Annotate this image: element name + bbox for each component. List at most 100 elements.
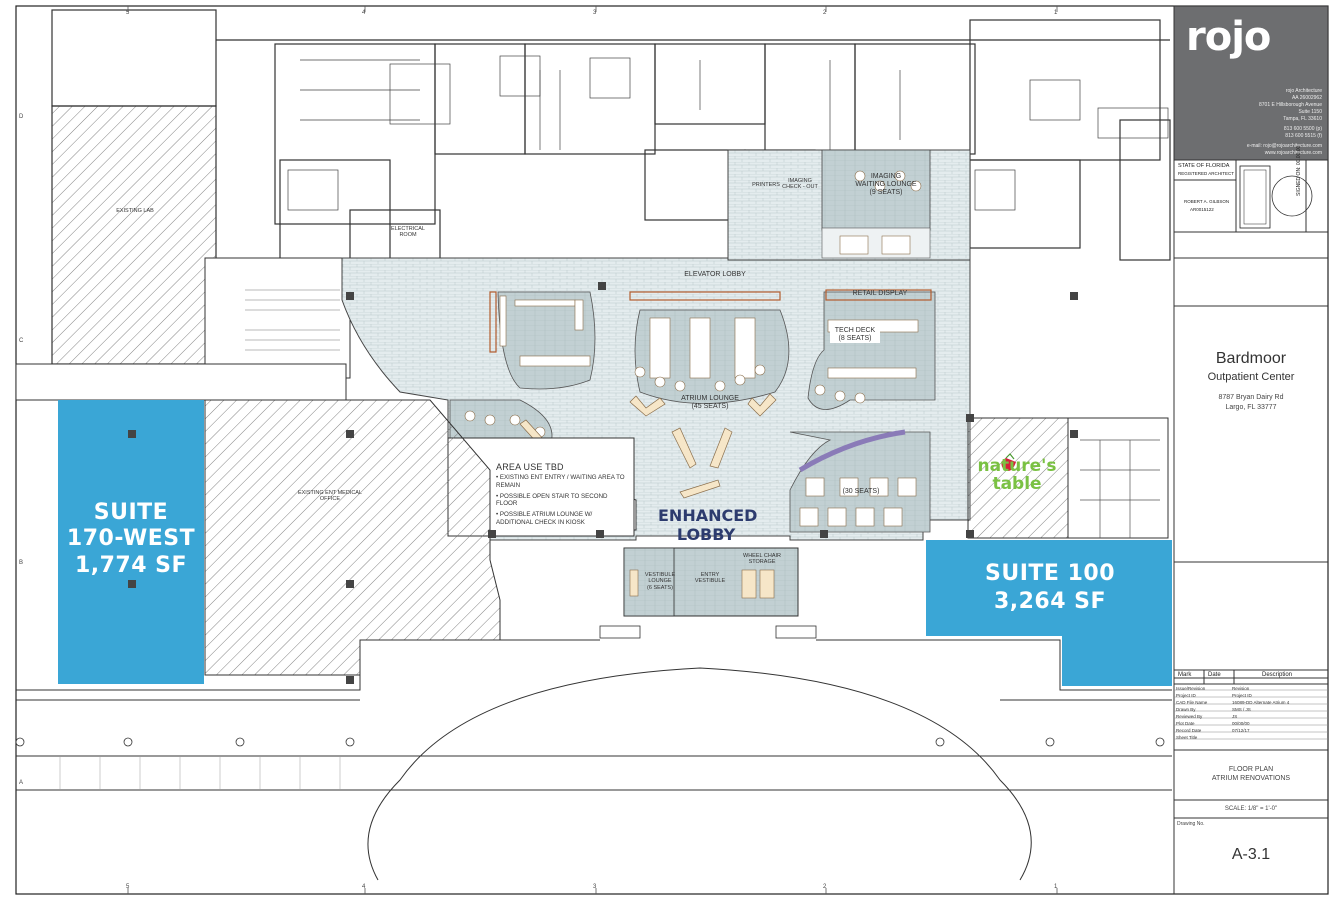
- rev-field-value: 07/12/17: [1232, 728, 1250, 733]
- firm-name: rojo Architecture: [1285, 88, 1322, 94]
- drawing-no-label: Drawing No.: [1177, 821, 1205, 827]
- firm-address1: 8701 E Hillsborough Avenue: [1258, 102, 1322, 108]
- vestibule-lounge-seats: (6 SEATS): [647, 584, 673, 591]
- rev-field-key: Drawn By: [1176, 707, 1196, 712]
- firm-license: AA 26002962: [1291, 95, 1322, 101]
- grid-label-side-b: B: [19, 560, 24, 566]
- natures-word: nature's: [977, 456, 1057, 476]
- area-use-tbd-note: AREA USE TBD • EXISTING ENT ENTRY / WAIT…: [496, 462, 630, 527]
- grid-label-bottom-1: 1: [1054, 884, 1058, 890]
- suite-170-west-area: 1,774 SF: [74, 552, 188, 578]
- tech-deck-label: TECH DECK (8 SEATS): [830, 327, 880, 344]
- firm-phone2: 813 600 5515 (f): [1285, 133, 1322, 139]
- seal-state: STATE OF FLORIDA: [1178, 163, 1230, 169]
- grid-label-top-4: 4: [362, 10, 366, 16]
- rev-field-row: Drawn By SMS / JS: [1176, 706, 1326, 713]
- grid-label-side-c: C: [19, 338, 24, 344]
- retail-display-label: RETAIL DISPLAY: [852, 290, 908, 297]
- area-use-item: • POSSIBLE OPEN STAIR TO SECOND FLOOR: [496, 492, 608, 508]
- rojo-logo: rojo: [1186, 14, 1271, 60]
- area-use-item: • POSSIBLE ATRIUM LOUNGE W/ ADDITIONAL C…: [496, 511, 593, 526]
- rev-field-value: 16089-DD Alternate Atrium 4: [1232, 700, 1290, 705]
- grid-label-top-1: 1: [1054, 10, 1058, 16]
- project-subtitle: Outpatient Center: [1207, 371, 1295, 383]
- grid-label-side-a: A: [19, 780, 24, 786]
- seal-registered: REGISTERED ARCHITECT: [1178, 171, 1235, 176]
- existing-lab-label: EXISTING LAB: [116, 208, 154, 214]
- rev-field-key: Sheet Title: [1176, 735, 1198, 740]
- suite-100-area: 3,264 SF: [993, 588, 1107, 614]
- electrical-room-label: ELECTRICAL ROOM: [391, 226, 425, 239]
- project-name: Bardmoor: [1215, 350, 1287, 367]
- wheelchair-storage-label: WHEEL CHAIR STORAGE: [743, 553, 781, 566]
- enhanced-lobby-line1: ENHANCED: [658, 506, 758, 525]
- seats-30-label: (30 SEATS): [842, 488, 880, 495]
- rev-header-description: Description: [1262, 672, 1293, 678]
- enhanced-lobby-line2: LOBBY: [676, 525, 736, 545]
- printers-label: PRINTERS: [752, 182, 780, 188]
- firm-email: e-mail: rojo@rojoarchitecture.com: [1246, 143, 1322, 149]
- rev-field-row: CAD File Name 16089-DD Alternate Atrium 4: [1176, 699, 1326, 706]
- sheet-scale: SCALE: 1/8" = 1'-0": [1224, 806, 1278, 812]
- atrium-lounge-seats: (45 SEATS): [691, 403, 729, 411]
- sheet-number: A-3.1: [1231, 846, 1271, 863]
- elevator-lobby-label: ELEVATOR LOBBY: [684, 271, 746, 278]
- atrium-lounge-name: ATRIUM LOUNGE: [681, 395, 739, 402]
- rev-field-key: Plot Date: [1176, 721, 1195, 726]
- rev-field-key: Reviewed By: [1176, 714, 1203, 719]
- project-address: 8787 Bryan Dairy Rd: [1218, 394, 1284, 401]
- rev-field-row: Issue/Revision Revision: [1176, 685, 1326, 692]
- seal-architect: ROBERT A. GILBSON: [1184, 199, 1230, 204]
- area-use-tbd-title: AREA USE TBD: [496, 462, 564, 472]
- atrium-lounge-label: ATRIUM LOUNGE (45 SEATS): [675, 395, 745, 411]
- enhanced-lobby-label: ENHANCED LOBBY: [658, 506, 758, 545]
- imaging-checkout-label: IMAGING CHECK - OUT: [782, 178, 818, 191]
- grid-label-top-5: 5: [126, 10, 130, 16]
- rev-header-date: Date: [1208, 672, 1221, 678]
- seal-signed: SIGNED ON: 00.00.00: [1296, 145, 1302, 196]
- existing-ent-label: EXISTING ENT MEDICAL OFFICE: [297, 490, 363, 503]
- natures-table-logo: nature's table: [972, 456, 1062, 494]
- vestibule-lounge-name: VESTIBULE LOUNGE: [644, 572, 676, 585]
- rev-field-row: Plot Date 00/00/00: [1176, 720, 1326, 727]
- sheet-title-2: ATRIUM RENOVATIONS: [1211, 775, 1291, 782]
- firm-web: www.rojoarchitecture.com: [1264, 150, 1322, 156]
- firm-info: rojo Architecture AA 26002962 8701 E Hil…: [1228, 88, 1322, 157]
- firm-address2: Suite 1150: [1298, 109, 1322, 115]
- project-city: Largo, FL 33777: [1225, 404, 1277, 411]
- suite-170-west-line1: SUITE: [93, 500, 169, 525]
- grid-label-top-3: 3: [593, 10, 597, 16]
- rev-field-key: CAD File Name: [1176, 700, 1208, 705]
- grid-label-bottom-3: 3: [593, 884, 597, 890]
- imaging-lounge-seats: (9 SEATS): [869, 189, 903, 197]
- area-use-item: • EXISTING ENT ENTRY / WAITING AREA TO R…: [496, 474, 625, 489]
- rev-field-row: Sheet Title: [1176, 734, 1326, 741]
- grid-label-top-2: 2: [823, 10, 827, 16]
- rev-field-value: Revision: [1232, 686, 1250, 691]
- grid-label-side-d: D: [19, 114, 24, 120]
- suite-100-line1: SUITE 100: [984, 561, 1115, 586]
- rev-field-key: Project ID: [1176, 693, 1196, 698]
- vestibule-lounge-label: VESTIBULE LOUNGE (6 SEATS): [642, 572, 678, 591]
- rev-field-key: Record Date: [1176, 728, 1202, 733]
- grid-label-bottom-2: 2: [823, 884, 827, 890]
- entry-vestibule-label: ENTRY VESTIBULE: [694, 572, 726, 585]
- rev-field-row: Project ID Project ID: [1176, 692, 1326, 699]
- seal-number: AR0015122: [1190, 207, 1214, 212]
- rev-field-value: 00/00/00: [1232, 721, 1250, 726]
- suite-100-label: SUITE 100 3,264 SF: [950, 560, 1150, 615]
- grid-label-bottom-5: 5: [126, 884, 130, 890]
- sheet-title-1: FLOOR PLAN: [1228, 766, 1274, 773]
- table-word: table: [992, 473, 1042, 494]
- grid-label-bottom-4: 4: [362, 884, 366, 890]
- rev-field-value: Project ID: [1232, 693, 1252, 698]
- imaging-lounge-label: IMAGING WAITING LOUNGE (9 SEATS): [846, 173, 926, 197]
- imaging-lounge-line1: IMAGING: [870, 173, 902, 180]
- rev-field-key: Issue/Revision: [1176, 686, 1206, 691]
- imaging-lounge-line2: WAITING LOUNGE: [855, 181, 917, 189]
- rev-field-value: SMS / JS: [1232, 707, 1251, 712]
- tech-deck-name: TECH DECK: [834, 327, 876, 334]
- firm-city: Tampa, FL 33610: [1283, 116, 1322, 122]
